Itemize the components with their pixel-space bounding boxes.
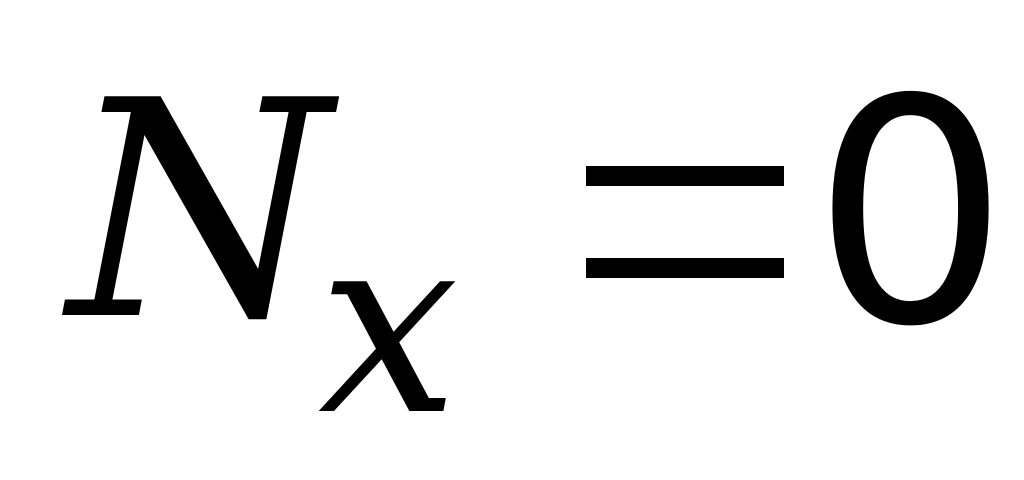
equals-bar-top: [586, 166, 784, 186]
equals-bar-bottom: [586, 258, 784, 278]
equals-sign: =: [586, 166, 784, 278]
variable-symbol: N: [68, 37, 331, 386]
value-zero: 0: [812, 34, 1010, 395]
subscript-symbol: x: [318, 179, 459, 470]
